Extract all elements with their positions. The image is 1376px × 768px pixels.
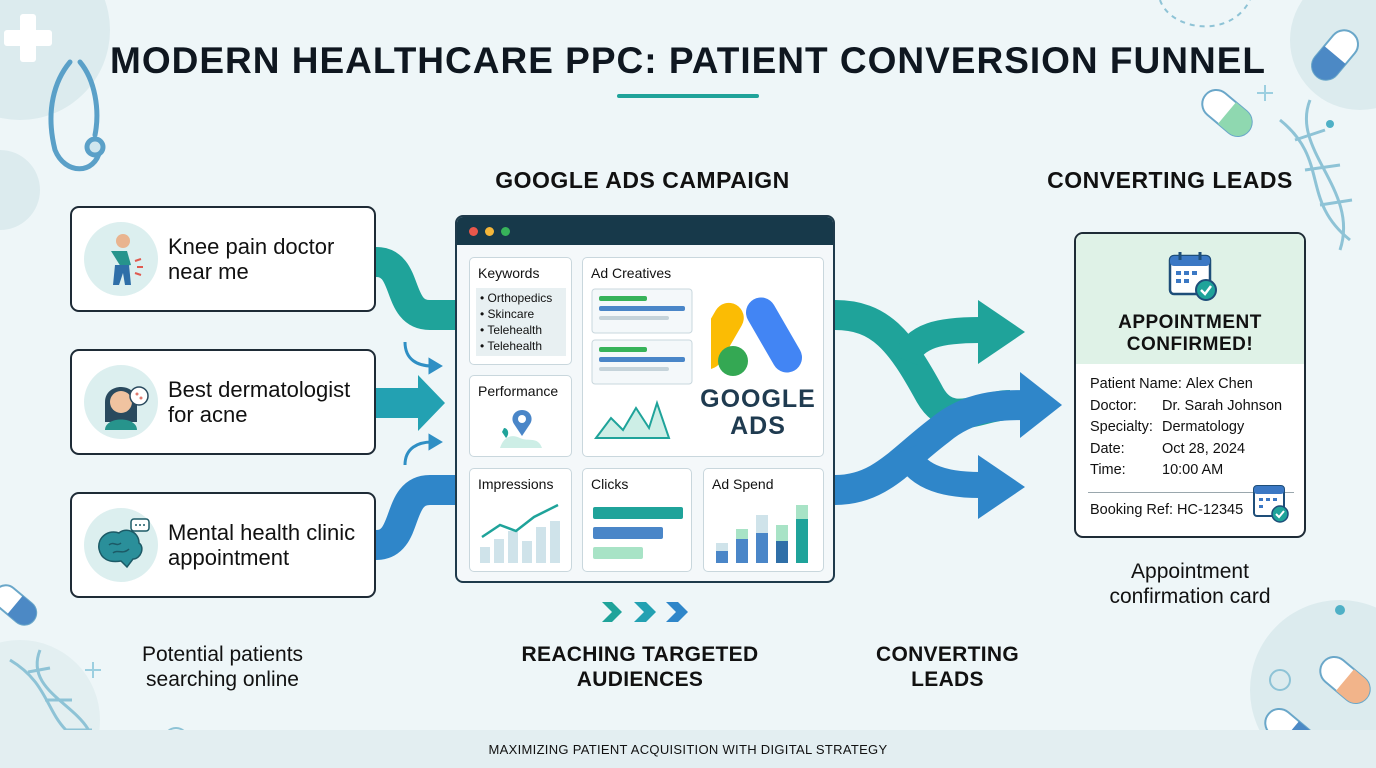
pill-icon-left [0,584,38,626]
footer-band [0,730,1376,768]
ad-creatives-panel: Ad Creatives GOOGLE ADS [582,257,824,457]
keywords-list: • Orthopedics • Skincare • Telehealth • … [476,288,566,356]
knee-pain-person-icon [84,222,158,296]
output-stream-2 [834,390,1031,505]
title-underline [617,94,759,98]
keyword-item: • Telehealth [480,323,543,337]
stethoscope-icon [48,59,106,172]
page-title: MODERN HEALTHCARE PPC: PATIENT CONVERSIO… [110,40,1266,81]
card-caption: Appointment confirmation card [1109,560,1271,608]
dermatology-face-icon [84,365,158,439]
location-pin-icon [500,410,542,448]
keywords-panel: Keywords • Orthopedics • Skincare • Tele… [469,257,572,365]
google-ads-wordmark: GOOGLE ADS [700,385,816,440]
specialty-field: Specialty:Dermatology [1090,419,1245,435]
query-text: Mental health clinic appointment [168,520,356,570]
small-curved-arrow-icon [403,341,443,466]
patient-name-field: Patient Name: Alex Chen [1090,376,1253,392]
brain-chat-icon [84,508,158,582]
stream-arrow-top [374,247,458,330]
impressions-panel: Impressions [469,468,572,572]
output-stream-top-branch [892,317,981,366]
close-dot-icon [469,227,478,236]
window-title-bar [457,217,833,245]
chevrons-icon [602,602,688,622]
minimize-dot-icon [485,227,494,236]
search-query-card: Knee pain doctor near me [70,206,376,312]
google-ads-dashboard: Keywords • Orthopedics • Skincare • Tele… [455,215,835,583]
time-field: Time:10:00 AM [1090,462,1224,478]
campaign-heading: GOOGLE ADS CAMPAIGN [495,167,790,193]
leads-heading: CONVERTING LEADS [1047,167,1293,193]
confirmation-heading: APPOINTMENT CONFIRMED! [1118,312,1262,355]
maximize-dot-icon [501,227,510,236]
query-text: Knee pain doctor near me [168,234,335,284]
plus-mark-icon [85,85,1273,678]
card-divider [1088,492,1294,493]
output-stream-bottom-branch [892,444,981,498]
search-query-card: Best dermatologist for acne [70,349,376,455]
pill-icon-right [1201,89,1253,137]
search-query-card: Mental health clinic appointment [70,492,376,598]
keyword-item: • Orthopedics [480,291,553,305]
clicks-title: Clicks [591,476,629,492]
middle-caption: REACHING TARGETED AUDIENCES [521,643,759,691]
keywords-title: Keywords [478,265,540,281]
performance-title: Performance [478,383,559,399]
ad-spend-title: Ad Spend [712,476,774,492]
booking-reference: Booking Ref: HC-12345 [1090,502,1244,518]
dna-helix-icon-right [1279,99,1353,251]
medical-cross-icon [4,14,52,62]
performance-panel: Performance [469,375,572,457]
keyword-item: • Skincare [480,307,535,321]
impressions-title: Impressions [478,476,554,492]
ad-creative-previews [591,288,693,439]
appointment-confirmation-card: APPOINTMENT CONFIRMED! Patient Name: Ale… [1074,232,1306,538]
pill-icon-bottom-right [1319,656,1371,704]
ad-creatives-title: Ad Creatives [591,265,672,281]
google-ads-logo-icon [711,297,802,376]
query-text: Best dermatologist for acne [168,377,351,427]
calendar-check-icon [1168,252,1217,301]
keyword-item: • Telehealth [480,339,543,353]
stream-arrow-bottom [373,475,458,560]
pill-icon-top-right [1311,29,1359,81]
date-field: Date:Oct 28, 2024 [1090,441,1246,457]
doctor-field: Doctor:Dr. Sarah Johnson [1090,398,1283,414]
clicks-panel: Clicks [582,468,692,572]
left-caption: Potential patients searching online [141,643,304,691]
right-middle-caption: CONVERTING LEADS [875,643,1019,691]
calendar-check-small-icon [1253,485,1289,523]
ad-spend-panel: Ad Spend [703,468,824,572]
impressions-chart [480,503,560,563]
footer-text: MAXIMIZING PATIENT ACQUISITION WITH DIGI… [488,742,888,757]
ad-spend-chart [716,505,808,563]
clicks-chart [593,507,683,559]
